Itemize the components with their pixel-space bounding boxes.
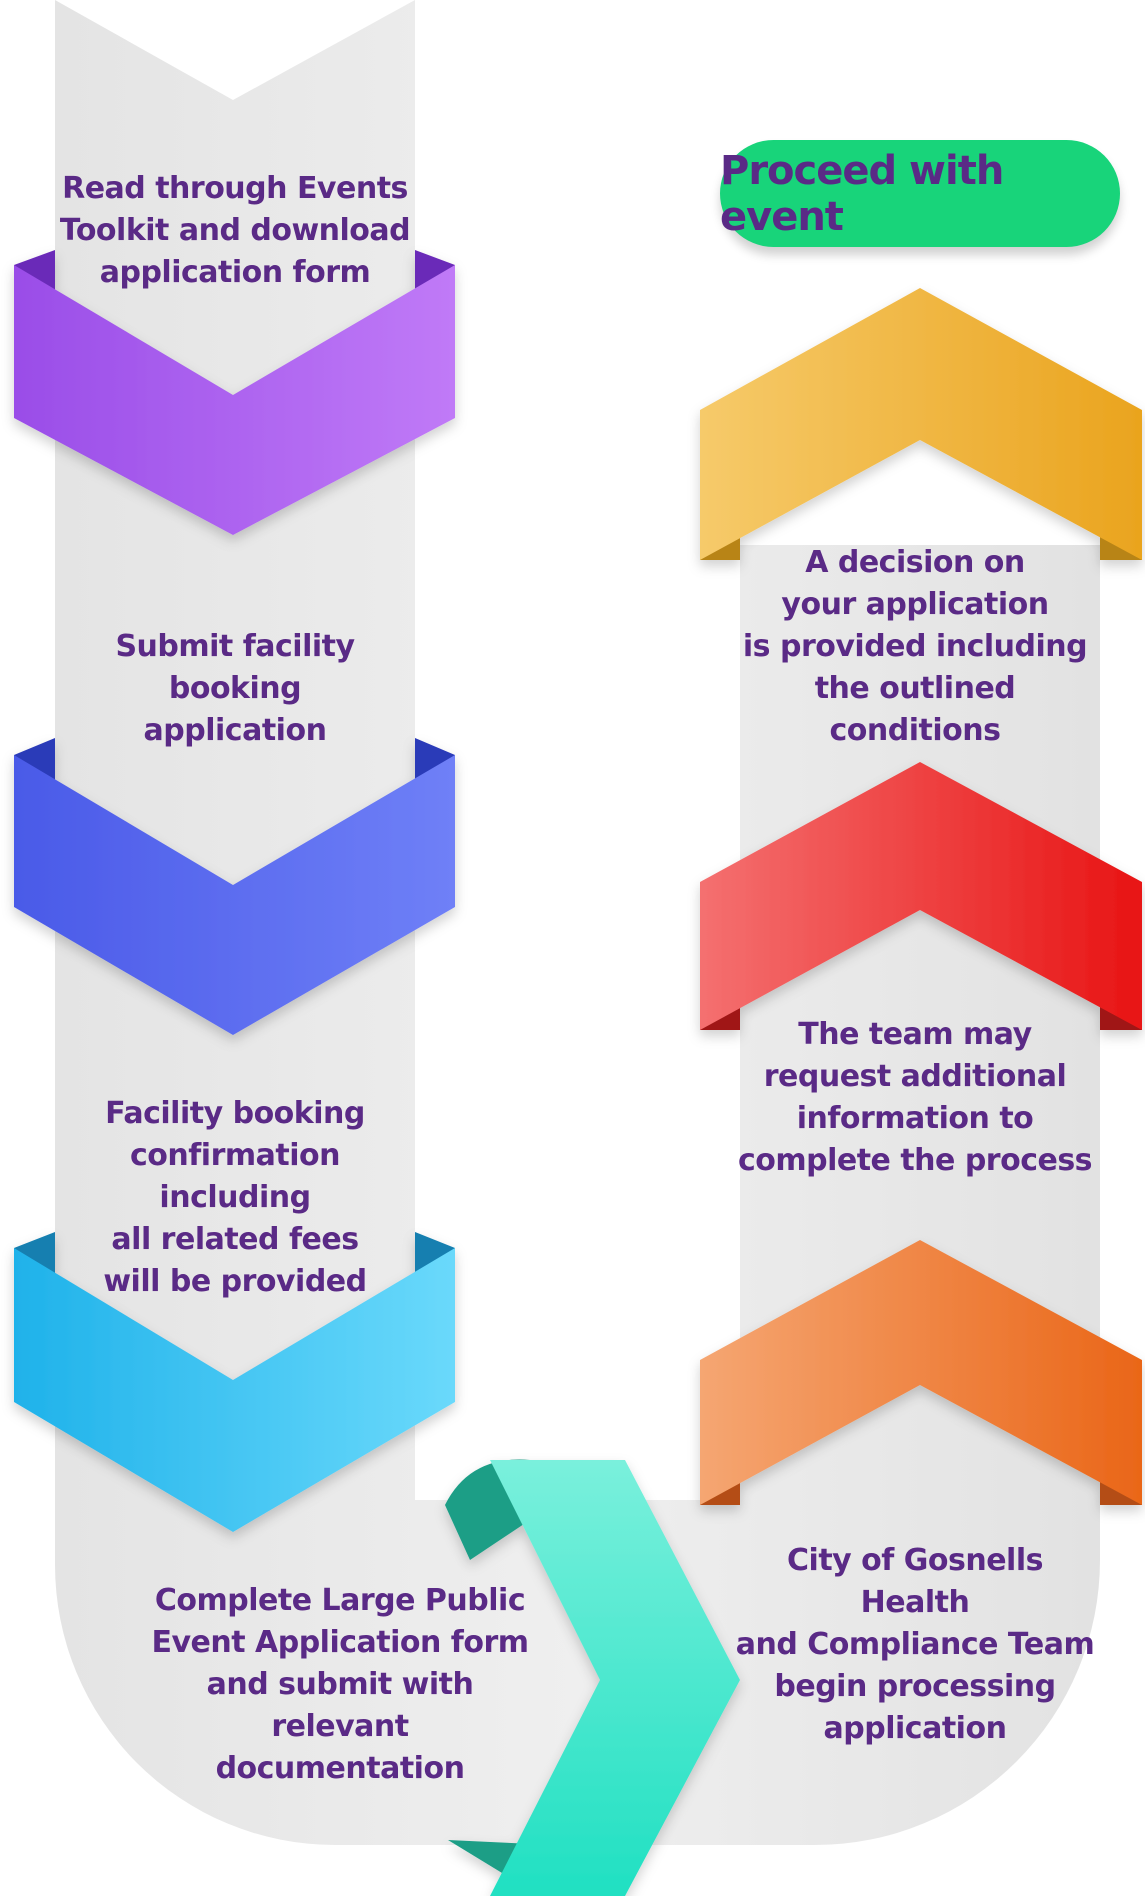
step-3-ribbon (14, 1232, 455, 1532)
step-6-ribbon (700, 762, 1142, 1030)
step-5-ribbon (700, 1240, 1142, 1505)
proceed-with-event-label: Proceed with event (720, 147, 1004, 240)
step-4-ribbon (445, 1459, 740, 1896)
step-5-text: City of Gosnells Health and Compliance T… (735, 1543, 1095, 1746)
step-1-ribbon (14, 250, 455, 535)
step-2-ribbon (14, 738, 455, 1035)
step-4-text: Complete Large Public Event Application … (151, 1583, 529, 1786)
step-6-text: The team may request additional informat… (737, 1017, 1093, 1178)
step-7-text: A decision on your application is provid… (742, 545, 1088, 748)
step-2-text: Submit facility booking application (115, 629, 355, 748)
proceed-with-event-badge: Proceed with event (720, 140, 1120, 247)
step-3-text: Facility booking confirmation including … (103, 1096, 367, 1299)
step-7-ribbon (700, 288, 1142, 560)
step-1-text: Read through Events Toolkit and download… (59, 171, 411, 290)
